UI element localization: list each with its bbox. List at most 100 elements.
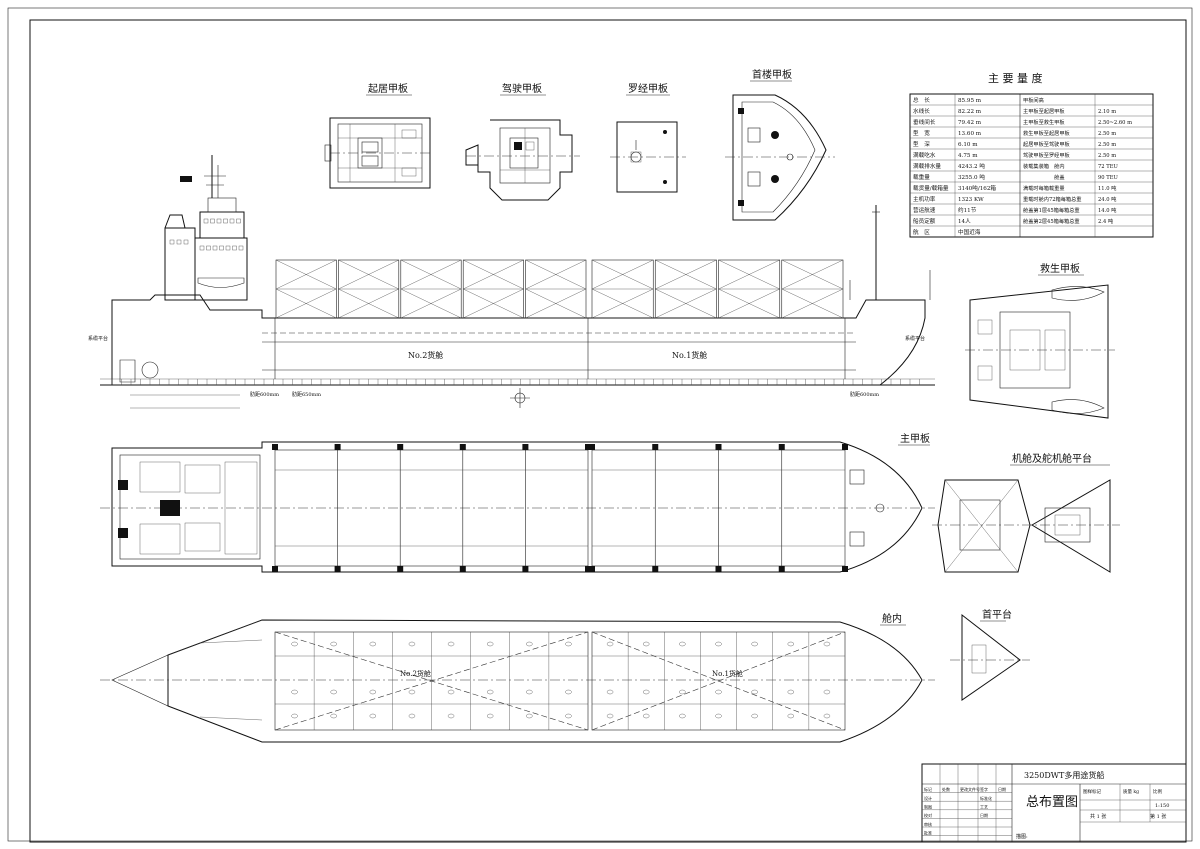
compass-deck-plan: 罗经甲板 xyxy=(610,82,686,193)
particular-right-value: 11.0 吨 xyxy=(1098,184,1116,192)
particular-left-key: 总 长 xyxy=(913,96,930,104)
particular-left-value: 85.95 m xyxy=(958,98,982,104)
drawing-name: 总布置图 xyxy=(1026,795,1078,810)
frame-spacing-a: 肋距600mm xyxy=(250,391,279,398)
engine-flat-title: 机舱及舵机舱平台 xyxy=(1012,452,1092,465)
particular-left-key: 主机功率 xyxy=(913,195,936,203)
frame-spacing-fwd: 肋距600mm xyxy=(850,391,879,398)
aft-mooring-label: 系缆平台 xyxy=(88,335,108,342)
particular-right-value: 90 TEU xyxy=(1098,175,1118,181)
particular-left-value: 79.42 m xyxy=(958,120,982,126)
title-block-role: 批准 xyxy=(924,829,932,835)
title-block-role: 工艺 xyxy=(980,805,988,810)
title-block: 标记处数更改文件号签字日期设计制图校对审核批准标准化工艺日期 3250DWT多用… xyxy=(921,763,1187,843)
particular-left-value: 6.10 m xyxy=(958,142,978,148)
particular-right-key: 满载时每箱载重量 xyxy=(1023,184,1065,192)
upper-deck-plan: 起居甲板 xyxy=(324,82,431,189)
particular-right-value: 2.50 m xyxy=(1098,142,1116,148)
particular-right-value: 72 TEU xyxy=(1098,164,1118,170)
engine-flat-plan: 机舱及舵机舱平台 xyxy=(932,452,1120,573)
particular-left-value: 13.60 m xyxy=(958,131,982,137)
title-block-role: 校对 xyxy=(924,812,932,818)
particular-right-key: 救生甲板至起居甲板 xyxy=(1023,129,1071,137)
upper-deck-title: 起居甲板 xyxy=(368,82,408,95)
particular-left-value: 1323 KW xyxy=(958,197,984,203)
sheet-count: 共 1 张 xyxy=(1090,813,1106,820)
particular-left-value: 3255.0 吨 xyxy=(958,173,985,181)
title-block-role: 设计 xyxy=(924,795,932,801)
weight-label: 质量 kg xyxy=(1123,788,1139,795)
title-block-header: 签字 xyxy=(980,786,988,792)
particular-left-key: 水线长 xyxy=(913,107,930,115)
particular-right-key: 重载时舱内72箱每箱总重 xyxy=(1023,195,1081,203)
particular-left-value: 4.75 m xyxy=(958,153,978,159)
particular-right-key: 驾驶甲板至罗经甲板 xyxy=(1023,151,1071,159)
forecastle-deck-plan: 首楼甲板 xyxy=(725,68,835,221)
in-hold-title: 舱内 xyxy=(882,612,902,625)
bridge-deck-plan: 驾驶甲板 xyxy=(465,82,580,201)
particular-left-key: 满载排水量 xyxy=(913,162,941,170)
particular-right-value: 2.50~2.60 m xyxy=(1098,120,1132,126)
ratio-label: 比例 xyxy=(1153,788,1162,795)
title-block-header: 标记 xyxy=(924,786,932,792)
particular-right-key: 主甲板至起居甲板 xyxy=(1023,107,1065,115)
bridge-deck-title: 驾驶甲板 xyxy=(502,82,542,95)
profile-hold-1-label: No.1货舱 xyxy=(672,350,707,360)
particular-left-value: 中国近海 xyxy=(958,228,981,236)
particular-right-key: 舱盖第1层45箱每箱总重 xyxy=(1023,206,1080,214)
particular-left-value: 14人 xyxy=(958,218,971,225)
profile-hold-2-label: No.2货舱 xyxy=(408,350,443,360)
sheet-number: 第 1 张 xyxy=(1150,813,1166,820)
scale-value: 1:150 xyxy=(1155,803,1169,809)
title-block-role: 日期 xyxy=(980,812,988,818)
compass-deck-title: 罗经甲板 xyxy=(628,82,668,95)
particular-right-key: 起居甲板至驾驶甲板 xyxy=(1023,140,1071,148)
title-block-role: 制图 xyxy=(924,804,932,810)
profile-view: No.2货舱 No.1货舱 肋距600mm 肋距650mm 肋距600mm xyxy=(88,155,935,409)
bow-platform-plan: 首平台 xyxy=(950,608,1030,701)
particular-right-key: 装载集装箱 舱内 xyxy=(1023,162,1065,170)
particular-left-key: 垂线间长 xyxy=(913,118,936,126)
particulars-title: 主 要 量 度 xyxy=(988,71,1043,85)
particular-right-value: 2.50 m xyxy=(1098,153,1116,159)
title-block-header: 日期 xyxy=(998,786,1006,792)
bow-platform-title: 首平台 xyxy=(982,608,1012,621)
hold-1-label: No.1货舱 xyxy=(712,669,743,678)
forecastle-deck-title: 首楼甲板 xyxy=(752,68,792,81)
ship-name: 3250DWT多用途货船 xyxy=(1024,770,1104,780)
tracer-stamp: 描图: xyxy=(1016,833,1028,840)
particular-right-key: 甲板间高 xyxy=(1023,96,1044,104)
title-block-header: 处数 xyxy=(942,786,950,792)
particular-right-value: 14.0 吨 xyxy=(1098,206,1116,214)
lifeboat-deck-title: 救生甲板 xyxy=(1040,262,1080,275)
title-block-header: 更改文件号 xyxy=(960,786,980,792)
particular-left-key: 型 宽 xyxy=(913,129,930,137)
title-block-role: 审核 xyxy=(924,821,932,827)
outer-border xyxy=(7,7,1193,842)
inner-border xyxy=(29,19,1187,843)
particular-left-value: 4243.2 吨 xyxy=(958,162,985,170)
fwd-mooring-label: 系缆平台 xyxy=(905,335,925,342)
particular-left-key: 满载吃水 xyxy=(913,151,936,159)
particular-left-key: 船员定额 xyxy=(913,217,936,225)
particular-right-key: 舱盖第2层45箱每箱总重 xyxy=(1023,217,1080,225)
particular-right-key: 主甲板至救生甲板 xyxy=(1023,118,1065,126)
main-deck-plan: 主甲板 xyxy=(100,432,935,573)
particular-left-key: 载货量/载箱量 xyxy=(913,184,949,192)
particular-left-key: 型 深 xyxy=(913,140,930,148)
main-deck-title: 主甲板 xyxy=(900,432,930,445)
particular-right-value: 2.50 m xyxy=(1098,131,1116,137)
stage-label: 图样标记 xyxy=(1083,788,1101,795)
particular-left-key: 航 区 xyxy=(913,228,930,236)
particular-left-value: 82.22 m xyxy=(958,109,982,115)
particular-right-value: 2.4 吨 xyxy=(1098,217,1113,225)
frame-spacing-b: 肋距650mm xyxy=(292,391,321,398)
particular-right-value: 24.0 吨 xyxy=(1098,195,1116,203)
particular-left-value: 3140吨/162箱 xyxy=(958,184,996,192)
particular-left-value: 约11节 xyxy=(958,206,977,214)
particular-right-key: 舱盖 xyxy=(1023,173,1065,181)
particular-left-key: 营运航速 xyxy=(913,206,936,214)
particular-right-value: 2.10 m xyxy=(1098,109,1116,115)
